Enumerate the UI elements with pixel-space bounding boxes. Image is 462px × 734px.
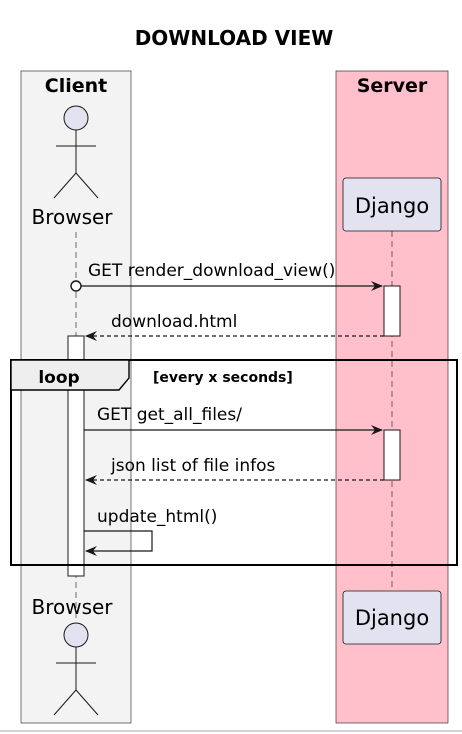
actor-head-icon [63, 105, 89, 131]
browser-label-top: Browser [31, 205, 113, 229]
message-4: json list of file infos [85, 456, 384, 485]
message-3: GET get_all_files/ [84, 405, 383, 435]
loop-condition: [every x seconds] [153, 370, 293, 386]
loop-keyword: loop [38, 368, 79, 388]
django-participant-bottom [342, 590, 442, 645]
diagram-title: DOWNLOAD VIEW [135, 26, 334, 50]
browser-actor-bottom [53, 622, 99, 716]
message-3-label: GET get_all_files/ [97, 405, 242, 425]
django-label-bottom: Django [355, 606, 429, 630]
origin-circle-icon [70, 280, 82, 292]
message-1: GET render_download_view() [70, 261, 383, 292]
message-5-label: update_html() [97, 507, 217, 527]
client-box-label: Client [45, 75, 107, 97]
server-box-label: Server [357, 75, 428, 97]
message-4-label: json list of file infos [110, 456, 275, 476]
browser-label-bottom: Browser [31, 595, 113, 619]
django-activation-2 [383, 429, 401, 481]
message-2-label: download.html [111, 312, 237, 332]
browser-actor-top [53, 105, 99, 199]
django-activation-1 [383, 285, 401, 337]
django-participant-top [342, 177, 442, 232]
loop-fragment: loop [every x seconds] [10, 359, 458, 566]
actor-head-icon [63, 622, 89, 648]
message-2: download.html [85, 312, 384, 341]
message-5: update_html() [84, 507, 217, 556]
message-1-label: GET render_download_view() [88, 261, 335, 281]
browser-activation [67, 335, 85, 577]
django-label-top: Django [355, 194, 429, 218]
